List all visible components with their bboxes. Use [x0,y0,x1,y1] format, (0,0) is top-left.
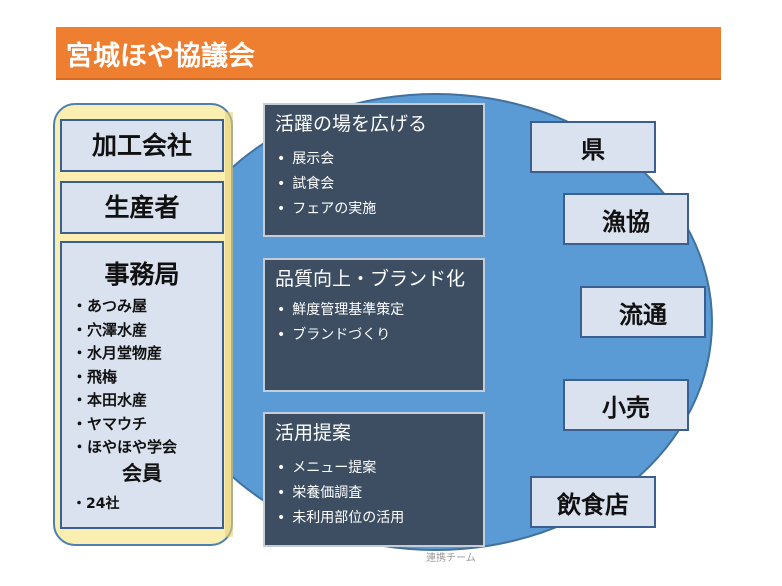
partner-label: 飲食店 [557,490,629,519]
footer-label: 連携チーム [426,553,476,564]
secretariat-member-list: ・あつみ屋 ・穴澤水産 ・水月堂物産 ・飛梅 ・本田水産 ・ヤマウチ ・ほやほや… [72,295,222,460]
activity-box-2: 品質向上・ブランド化 鮮度管理基準策定 ブランドづくり [263,258,485,392]
member-count: ・24社 [72,495,120,512]
list-item: ・穴澤水産 [72,320,148,339]
partner-label: 小売 [602,393,650,422]
member-title: 会員 [122,460,162,485]
partner-label: 流通 [619,300,667,329]
activity-title: 活躍の場を広げる [275,113,428,135]
activity-box-1: 活躍の場を広げる 展示会 試食会 フェアの実施 [263,103,485,237]
list-item: 試食会 [277,172,473,197]
company-box: 加工会社 [60,119,224,172]
footer-text: 連携チーム [330,549,476,564]
company-label: 加工会社 [91,131,192,160]
left-panel-shade [225,112,233,537]
partner-label: 漁協 [602,207,650,236]
list-item: ・ほやほや学会 [72,438,178,456]
list-item: ブランドづくり [277,323,473,348]
list-item: フェアの実施 [277,197,473,222]
partner-label: 県 [581,135,605,164]
activity-list: 鮮度管理基準策定 ブランドづくり [275,298,473,348]
partner-distribution: 流通 [580,286,706,338]
list-item: ・あつみ屋 [72,297,148,315]
list-item: 鮮度管理基準策定 [277,298,473,323]
list-item: 展示会 [277,147,473,172]
activity-title: 活用提案 [275,422,352,444]
activity-title: 品質向上・ブランド化 [275,268,466,290]
title-bar: 宮城ほや協議会 [56,27,721,80]
secretariat-title: 事務局 [104,260,180,289]
list-item: ・飛梅 [72,367,118,386]
list-item: ・水月堂物産 [72,344,163,362]
producer-label: 生産者 [104,193,180,222]
list-item: 栄養価調査 [277,481,473,506]
secretariat-box: 事務局 ・あつみ屋 ・穴澤水産 ・水月堂物産 ・飛梅 ・本田水産 ・ヤマウチ ・… [60,241,224,529]
activity-box-3: 活用提案 メニュー提案 栄養価調査 未利用部位の活用 [263,412,485,547]
page-title: 宮城ほや協議会 [66,41,255,72]
partner-fishery-coop: 漁協 [563,193,689,245]
list-item: 未利用部位の活用 [277,506,473,531]
partner-restaurant: 飲食店 [530,476,656,528]
partner-retail: 小売 [563,379,689,431]
activity-list: 展示会 試食会 フェアの実施 [275,147,473,222]
activity-list: メニュー提案 栄養価調査 未利用部位の活用 [275,456,473,531]
list-item: ・ヤマウチ [72,414,148,433]
list-item: メニュー提案 [277,456,473,481]
list-item: ・本田水産 [72,391,148,409]
producer-box: 生産者 [60,181,224,234]
partner-prefecture: 県 [530,121,656,173]
